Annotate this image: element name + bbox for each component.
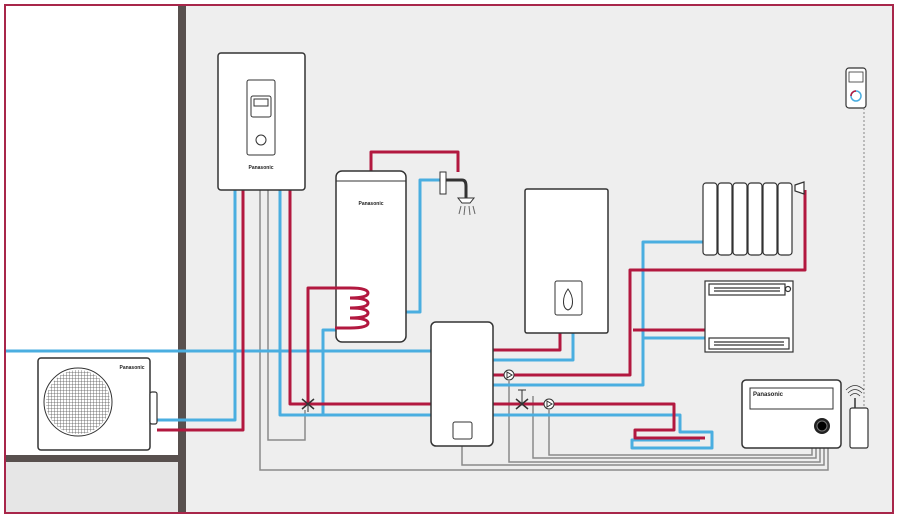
house-wall: [178, 6, 186, 513]
outdoor-unit-brand: Panasonic: [119, 365, 144, 371]
shower-icon: [439, 171, 476, 216]
gas-boiler: [524, 188, 609, 334]
indoor-unit-brand: Panasonic: [248, 165, 273, 171]
control-wires: [259, 190, 829, 471]
cold-pipes: [6, 178, 714, 450]
room-thermostat: [845, 67, 867, 109]
buffer-tank: [430, 321, 494, 447]
indoor-unit: Panasonic: [217, 52, 306, 191]
pump-icon: [543, 398, 555, 410]
pressure-gauge-icon: [255, 134, 267, 146]
pump-icon: [503, 369, 515, 381]
outdoor-heat-pump-unit: Panasonic: [37, 357, 158, 451]
wifi-icon: [845, 385, 865, 397]
controller-brand: Panasonic: [753, 392, 784, 398]
tank-heating-coil: [335, 286, 370, 330]
ground-area: [6, 462, 178, 513]
diverter-valve-icon: [301, 398, 315, 412]
tank-brand: Panasonic: [358, 201, 383, 207]
flame-icon: [563, 288, 573, 311]
ground-line: [6, 455, 186, 462]
wireless-receiver: [845, 385, 869, 449]
frame-border: [4, 4, 894, 514]
system-controller: Panasonic: [741, 379, 842, 449]
hot-water-tank: Panasonic: [335, 170, 407, 343]
fan-coil-unit: [704, 280, 794, 353]
mixing-valve-icon: [515, 389, 529, 410]
fan-grille-icon: [46, 370, 110, 434]
radiator: [702, 181, 805, 256]
